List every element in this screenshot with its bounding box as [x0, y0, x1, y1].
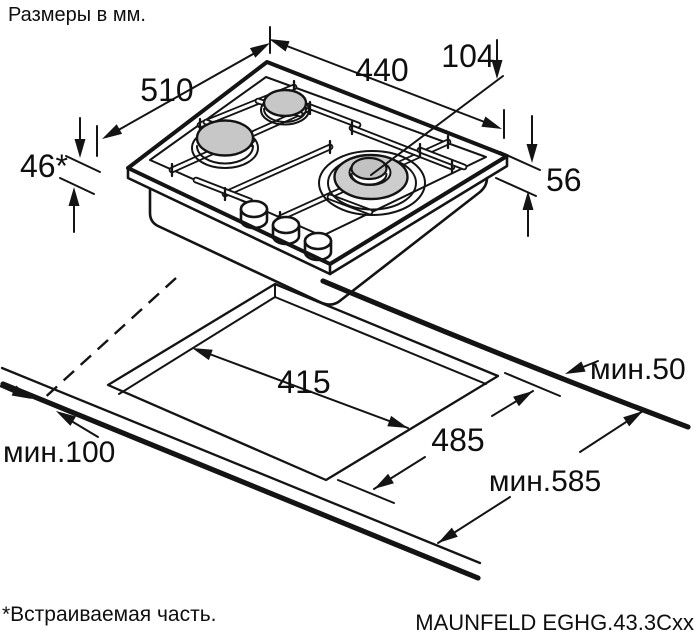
- label-cutout-depth: 415: [277, 364, 330, 400]
- dim-415: 415: [192, 348, 409, 429]
- label-hob-depth: 440: [355, 52, 408, 88]
- dim-46: 46*: [20, 117, 101, 233]
- dim-485: 485: [337, 372, 561, 504]
- worktop-right-edge: [320, 278, 691, 430]
- label-builtin-height: 46*: [20, 148, 68, 184]
- control-knobs: [239, 199, 333, 262]
- knob-1: [239, 199, 269, 230]
- dim-min585: мин.585: [437, 410, 644, 544]
- label-cutout-width: 485: [431, 422, 484, 458]
- label-burner-offset: 104: [441, 38, 494, 74]
- dim-510: 510: [96, 43, 270, 157]
- label-min-gap-front: мин.50: [590, 353, 686, 386]
- page-title: Размеры в мм.: [8, 4, 146, 26]
- worktop-figure: 415 485 мин.585 мин.50: [0, 277, 691, 581]
- burner-medium: [191, 119, 259, 169]
- label-hob-height: 56: [546, 162, 582, 198]
- footnote: *Встраиваемая часть.: [2, 603, 217, 626]
- worktop-front-top-edge: [0, 366, 482, 565]
- dim-104: 104: [370, 38, 504, 176]
- cutout: [106, 282, 500, 482]
- knob-2: [271, 215, 301, 246]
- wall-dashed-line: [39, 277, 177, 403]
- burner-small: [260, 88, 310, 126]
- label-min-gap-wall: мин.100: [3, 436, 115, 469]
- dim-56: 56: [495, 115, 582, 237]
- knob-3: [303, 231, 333, 262]
- label-min-worktop-depth: мин.585: [489, 465, 601, 498]
- dim-min50: мин.50: [565, 353, 686, 386]
- model-name: MAUNFELD EGHG.43.3Cxx: [415, 610, 694, 635]
- hob-figure: 440 510 104 46*: [20, 26, 582, 306]
- worktop-front-face-edge: [0, 381, 481, 581]
- label-hob-width: 510: [140, 72, 193, 108]
- dim-440: 440: [269, 26, 505, 139]
- dim-min100: мин.100: [0, 385, 115, 469]
- burner-large: [318, 150, 426, 216]
- hob-body: [126, 154, 509, 306]
